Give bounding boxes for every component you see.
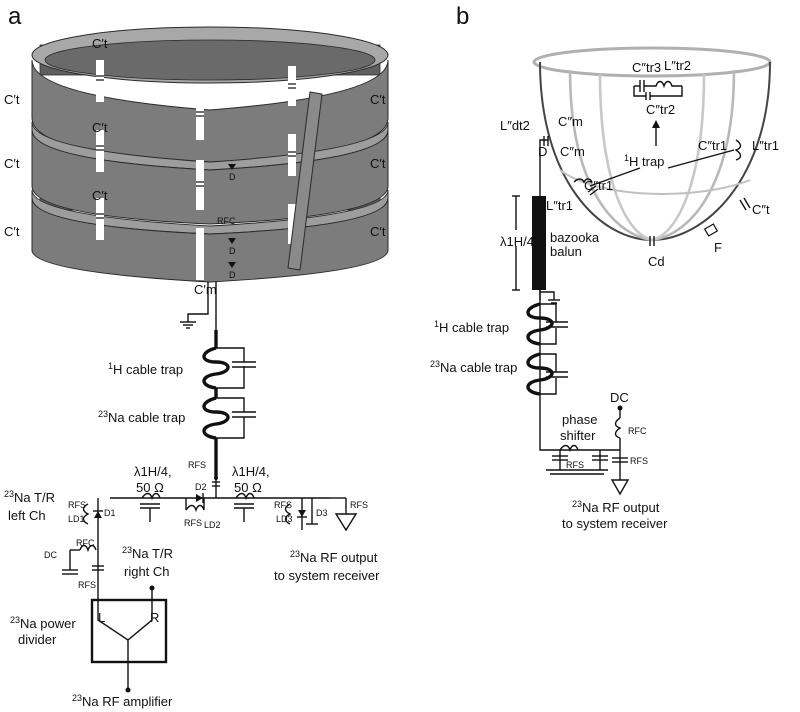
ctr1-left-label: C″tr1: [584, 178, 613, 193]
ld2-label: LD2: [204, 520, 221, 530]
bazooka-label-2: balun: [550, 244, 582, 259]
bazooka-label-1: bazooka: [550, 230, 600, 245]
ltr1-right-label: L″tr1: [752, 138, 779, 153]
panel-a-letter: a: [8, 3, 22, 30]
ctr1-right-label: C″tr1: [698, 138, 727, 153]
cable-main: [202, 330, 230, 478]
ldt2-label: L″dt2: [500, 118, 530, 133]
coil-feed: [180, 282, 217, 330]
tr-right-label-2: right Ch: [124, 564, 170, 579]
lambda-right: λ1H/4,: [232, 464, 270, 479]
rfs-label-d2: RFS: [184, 518, 202, 528]
tr-left-label: 23Na T/R: [4, 489, 55, 505]
diode-label-1: D: [229, 172, 236, 182]
rfs-left-label: RFS: [68, 500, 86, 510]
tr-network: [62, 476, 358, 600]
d-label-b: D: [538, 144, 547, 159]
divider-l: L: [98, 610, 105, 625]
ohm-right: 50 Ω: [234, 480, 262, 495]
diode-label-3: D: [229, 270, 236, 280]
h-cable-trap-cap: [216, 347, 256, 389]
svg-text:C′t: C′t: [92, 36, 108, 51]
h-cable-trap-label-b: 1H cable trap: [434, 319, 509, 335]
svg-text:C′t: C′t: [4, 92, 20, 107]
svg-text:C′t: C′t: [4, 156, 20, 171]
cm-bot-label: C″m: [560, 144, 585, 159]
divider-label-1: 23Na power: [10, 615, 76, 631]
out-label-b-1: 23Na RF output: [572, 499, 660, 515]
coil-gaps: [96, 60, 296, 280]
ct-labels: C′t C′t C′t C′t C′t C′t C′t C′t C′t: [4, 36, 386, 239]
tr-left-label-2: left Ch: [8, 508, 46, 523]
d1-label: D1: [104, 508, 116, 518]
divider-r: R: [150, 610, 159, 625]
rfs-label-center: RFS: [188, 460, 206, 470]
ohm-left: 50 Ω: [136, 480, 164, 495]
na-cable-trap-label-a: 23Na cable trap: [98, 409, 185, 425]
cable-b: [512, 136, 630, 496]
rfc-label-b: RFC: [628, 426, 647, 436]
power-divider: [90, 598, 168, 693]
phase-label-1: phase: [562, 412, 597, 427]
ctr2-label: C″tr2: [646, 102, 675, 117]
d3-label: D3: [316, 508, 328, 518]
rf-output-a-label: 23Na RF output: [290, 549, 378, 565]
dc-left-label: DC: [44, 550, 57, 560]
cm-top-label: C″m: [558, 114, 583, 129]
tr-right-label: 23Na T/R: [122, 545, 173, 561]
rfc-left-label: RFC: [76, 538, 95, 548]
na-cable-trap-label-b: 23Na cable trap: [430, 359, 517, 375]
rf-output-a-label-2: to system receiver: [274, 568, 380, 583]
svg-text:C′t: C′t: [92, 188, 108, 203]
amp-label: 23Na RF amplifier: [72, 693, 173, 709]
svg-text:C′t: C′t: [4, 224, 20, 239]
f-label: F: [714, 240, 722, 255]
coil-capacitors: [96, 75, 296, 219]
ct-label-b: C″t: [752, 202, 770, 217]
coil-rfc-label: RFC: [217, 216, 236, 226]
panel-b-letter: b: [456, 3, 469, 30]
divider-label-2: divider: [18, 632, 57, 647]
cm-label: C′m: [194, 282, 217, 297]
diode-label-2: D: [229, 246, 236, 256]
na-cable-trap-cap: [216, 397, 256, 439]
dc-label-b: DC: [610, 390, 629, 405]
svg-text:C′t: C′t: [370, 224, 386, 239]
lambda-b-label: λ1H/4: [500, 234, 534, 249]
htrap-label: 1H trap: [624, 153, 664, 169]
ld3-label: LD3: [276, 514, 293, 524]
ld1-label: LD1: [68, 514, 85, 524]
lambda-left: λ1H/4,: [134, 464, 172, 479]
out-label-b-2: to system receiver: [562, 516, 668, 531]
rfs-left-label-b: RFS: [566, 460, 584, 470]
ltr2-label: L″tr2: [664, 58, 691, 73]
helmet-components: [573, 80, 751, 246]
rfs-right-label-b: RFS: [630, 456, 648, 466]
ltr1-left-label: L″tr1: [546, 198, 573, 213]
svg-text:C′t: C′t: [370, 156, 386, 171]
ctr3-label: C″tr3: [632, 60, 661, 75]
svg-text:C′t: C′t: [92, 120, 108, 135]
d2-label: D2: [195, 482, 207, 492]
h-cable-trap-label-a: 1H cable trap: [108, 361, 183, 377]
coil-diodes: [228, 164, 236, 268]
phase-label-2: shifter: [560, 428, 596, 443]
rfs-right-label: RFS: [274, 500, 292, 510]
rfs-left-bottom-label: RFS: [78, 580, 96, 590]
svg-text:C′t: C′t: [370, 92, 386, 107]
rfs-out-label: RFS: [350, 500, 368, 510]
coil-diagonal-rod: [287, 91, 323, 271]
cd-label: Cd: [648, 254, 665, 269]
